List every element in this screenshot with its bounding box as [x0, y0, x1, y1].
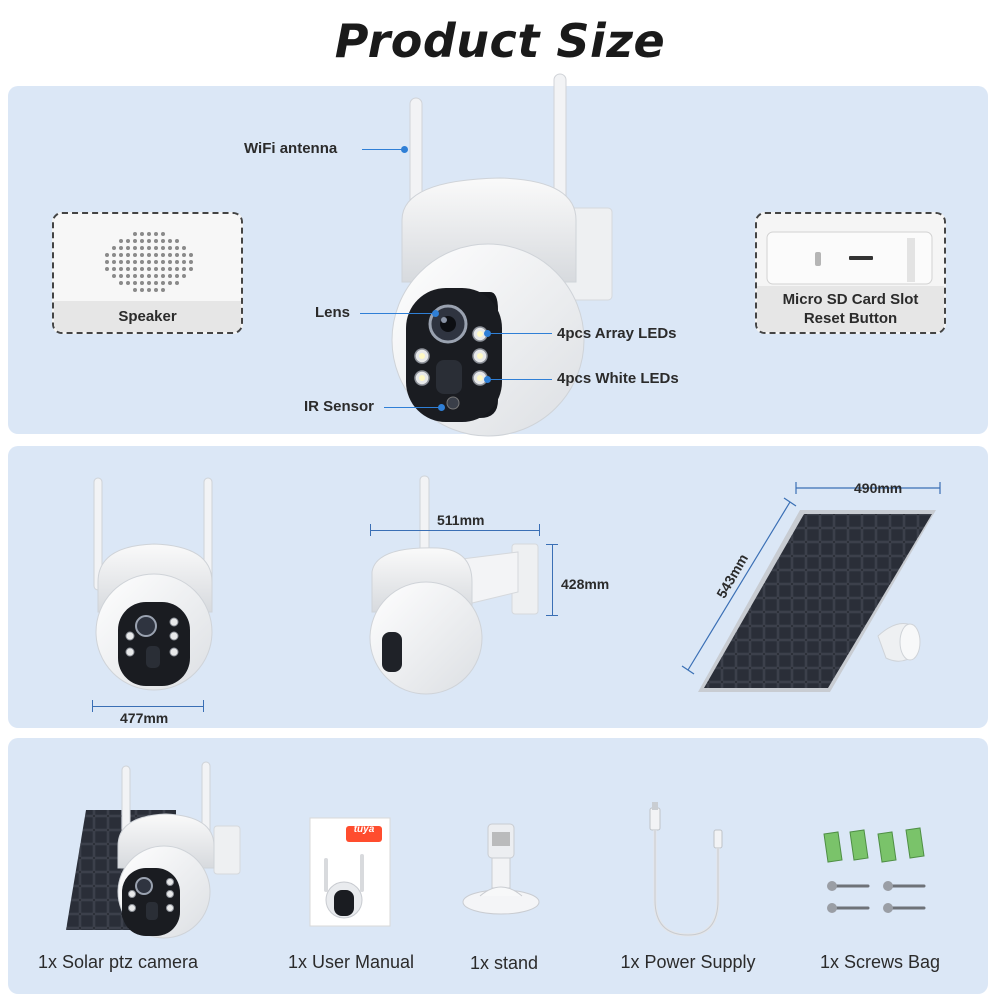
- ir-callout-dot: [438, 404, 445, 411]
- front-width-label: 477mm: [120, 710, 169, 726]
- array-leds-callout-line: [490, 333, 552, 334]
- wifi-antenna-label: WiFi antenna: [244, 140, 338, 157]
- manual-brand-label: tuya: [353, 824, 375, 835]
- solar-panel-icon: [698, 510, 936, 692]
- sd-card-inset: Micro SD Card Slot Reset Button: [755, 212, 946, 334]
- package-item-manual-label: 1x User Manual: [287, 952, 415, 972]
- manual-icon: [309, 817, 391, 927]
- package-item-power-label: 1x Power Supply: [620, 952, 756, 972]
- package-item-camera-label: 1x Solar ptz camera: [37, 952, 199, 972]
- ir-callout-line: [384, 407, 442, 408]
- white-leds-label: 4pcs White LEDs: [557, 370, 679, 387]
- panel-width-label: 490mm: [854, 480, 903, 496]
- camera-front-icon: [93, 477, 213, 691]
- side-height-label: 428mm: [561, 576, 610, 592]
- reset-button-label: Reset Button: [803, 310, 898, 327]
- side-depth-label: 511mm: [437, 512, 485, 528]
- solar-camera-icon: [66, 761, 241, 939]
- side-height-line: [552, 544, 553, 616]
- camera-side-icon: [369, 475, 539, 695]
- speaker-inset: Speaker: [52, 212, 243, 334]
- lens-callout-line: [360, 313, 435, 314]
- side-depth-line: [370, 530, 540, 531]
- lens-callout-dot: [432, 310, 439, 317]
- front-width-tick-left: [92, 700, 93, 712]
- cable-icon: [649, 802, 723, 937]
- page-title: Product Size: [334, 14, 666, 68]
- wifi-callout-dot: [401, 146, 408, 153]
- front-width-tick-right: [203, 700, 204, 712]
- package-item-screws-label: 1x Screws Bag: [819, 952, 941, 972]
- side-depth-tick-right: [539, 524, 540, 536]
- front-width-line: [92, 706, 204, 707]
- side-height-tick-top: [546, 544, 558, 545]
- array-leds-callout-dot: [484, 330, 491, 337]
- side-height-tick-bottom: [546, 615, 558, 616]
- white-leds-callout-line: [490, 379, 552, 380]
- ir-sensor-label: IR Sensor: [304, 398, 375, 415]
- wifi-callout-line: [362, 149, 404, 150]
- white-leds-callout-dot: [484, 376, 491, 383]
- side-depth-tick-left: [370, 524, 371, 536]
- array-leds-label: 4pcs Array LEDs: [557, 325, 677, 342]
- sd-slot-label: Micro SD Card Slot: [782, 291, 919, 308]
- lens-label: Lens: [315, 304, 351, 321]
- speaker-label: Speaker: [54, 301, 241, 332]
- camera-main-icon: [391, 73, 613, 437]
- stand-icon: [462, 823, 540, 915]
- package-item-stand-label: 1x stand: [469, 953, 539, 973]
- screws-icon: [823, 827, 926, 913]
- panel-dimension-lines: [681, 482, 941, 675]
